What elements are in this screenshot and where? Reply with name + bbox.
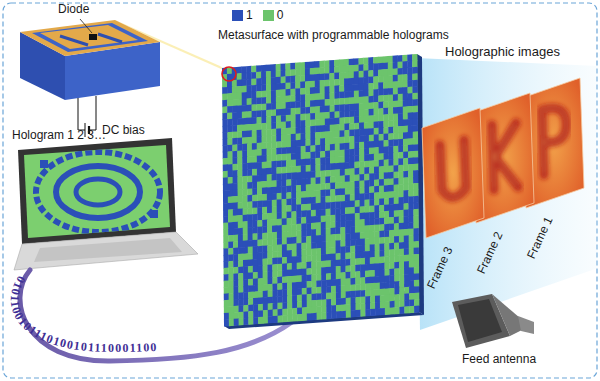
label-text: Diode <box>58 2 89 16</box>
metasurface: Metasurface with programmable holograms <box>212 28 427 338</box>
dashed-border <box>3 3 597 378</box>
legend-text: 1 <box>246 8 253 22</box>
legend-swatch <box>232 10 243 21</box>
frame-label: Frame 3 <box>424 244 456 291</box>
label-text: Feed antenna <box>462 352 536 366</box>
hologram-frame: Frame 3 <box>420 100 488 300</box>
label-text: Hologram 1 2 3… <box>12 128 106 142</box>
diode-symbol <box>89 34 97 40</box>
label-text: DC bias <box>102 123 145 137</box>
node-heading: Metasurface with programmable holograms <box>218 28 449 42</box>
unit-cell <box>20 19 160 100</box>
horn-antenna <box>452 294 534 348</box>
code-stream-text: 0101100101110100101110001100 <box>8 274 158 356</box>
legend-swatch <box>263 10 274 21</box>
code-stream: 0101100101110100101110001100 <box>8 274 158 356</box>
highlight-circle <box>222 67 236 81</box>
legend-text: 0 <box>277 8 284 22</box>
frame-label: Frame 2 <box>474 229 506 276</box>
frame-image <box>420 100 488 250</box>
label-text: Holographic images <box>445 44 560 60</box>
wave-beam <box>416 58 598 330</box>
metasurface-grid <box>212 46 427 336</box>
laptop <box>14 138 198 270</box>
frame-label: Frame 1 <box>524 214 556 261</box>
leader-line <box>80 19 92 33</box>
